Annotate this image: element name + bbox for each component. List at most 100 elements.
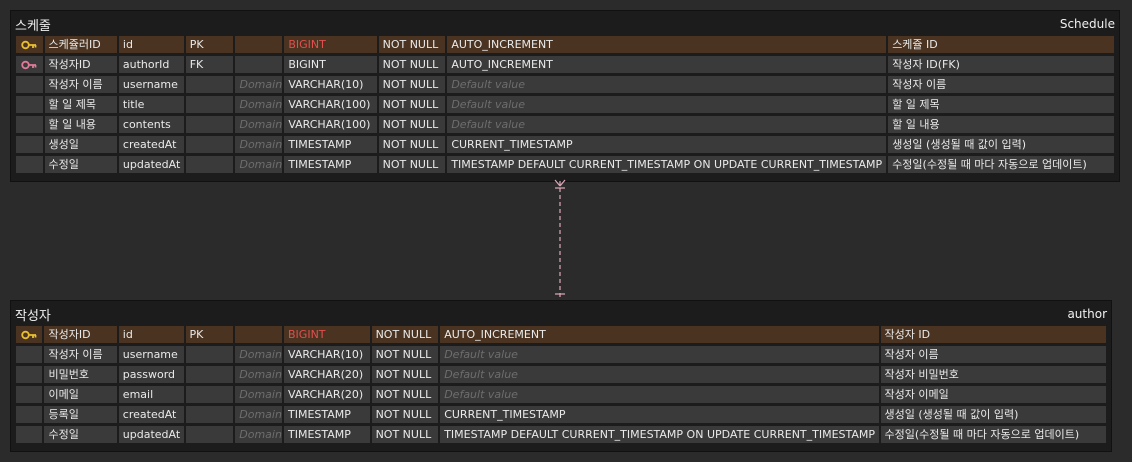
schedule-nullable-cell[interactable]: NOT NULL bbox=[377, 55, 447, 74]
schedule-comment-cell[interactable]: 작성자 ID(FK) bbox=[887, 55, 1115, 74]
schedule-nullable-cell[interactable]: NOT NULL bbox=[377, 155, 447, 174]
schedule-domain-cell[interactable]: Domain bbox=[234, 95, 284, 114]
author-nullable-cell[interactable]: NOT NULL bbox=[370, 385, 440, 404]
author-logical-cell[interactable]: 등록일 bbox=[43, 405, 118, 424]
author-domain-cell[interactable]: Domain bbox=[234, 425, 284, 444]
schedule-keytype-cell[interactable] bbox=[184, 135, 235, 154]
schedule-logical-cell[interactable]: 생성일 bbox=[43, 135, 118, 154]
schedule-physical-cell[interactable]: title bbox=[117, 95, 185, 114]
schedule-type-cell[interactable]: VARCHAR(100) bbox=[283, 115, 378, 134]
schedule-default-cell[interactable]: Default value bbox=[446, 75, 888, 94]
schedule-comment-cell[interactable]: 스케쥴 ID bbox=[887, 35, 1115, 54]
author-logical-cell[interactable]: 작성자 이름 bbox=[43, 345, 118, 364]
schedule-entity-header[interactable]: 스케줄 Schedule bbox=[11, 11, 1119, 35]
schedule-nullable-cell[interactable]: NOT NULL bbox=[377, 75, 447, 94]
schedule-default-cell[interactable]: AUTO_INCREMENT bbox=[446, 35, 888, 54]
schedule-physical-cell[interactable]: authorId bbox=[117, 55, 185, 74]
schedule-domain-cell[interactable] bbox=[234, 55, 284, 74]
schedule-logical-cell[interactable]: 작성자ID bbox=[43, 55, 118, 74]
author-keytype-cell[interactable] bbox=[184, 425, 235, 444]
schedule-domain-cell[interactable] bbox=[234, 35, 284, 54]
author-domain-cell[interactable]: Domain bbox=[234, 345, 284, 364]
schedule-comment-cell[interactable]: 수정일(수정될 때 마다 자동으로 업데이트) bbox=[887, 155, 1115, 174]
author-entity-header[interactable]: 작성자 author bbox=[11, 301, 1111, 325]
schedule-comment-cell[interactable]: 생성일 (생성될 때 값이 입력) bbox=[887, 135, 1115, 154]
schedule-physical-cell[interactable]: id bbox=[117, 35, 185, 54]
author-logical-cell[interactable]: 수정일 bbox=[43, 425, 118, 444]
schedule-default-cell[interactable]: AUTO_INCREMENT bbox=[446, 55, 888, 74]
author-default-cell[interactable]: Default value bbox=[439, 385, 880, 404]
schedule-domain-cell[interactable]: Domain bbox=[234, 115, 284, 134]
author-type-cell[interactable]: TIMESTAMP bbox=[283, 425, 371, 444]
schedule-default-cell[interactable]: TIMESTAMP DEFAULT CURRENT_TIMESTAMP ON U… bbox=[446, 155, 888, 174]
schedule-domain-cell[interactable]: Domain bbox=[234, 155, 284, 174]
schedule-nullable-cell[interactable]: NOT NULL bbox=[377, 135, 447, 154]
author-domain-cell[interactable]: Domain bbox=[234, 405, 284, 424]
schedule-keytype-cell[interactable] bbox=[184, 115, 235, 134]
author-comment-cell[interactable]: 작성자 비밀번호 bbox=[879, 365, 1108, 384]
author-nullable-cell[interactable]: NOT NULL bbox=[370, 405, 440, 424]
schedule-nullable-cell[interactable]: NOT NULL bbox=[377, 115, 447, 134]
author-domain-cell[interactable]: Domain bbox=[234, 365, 284, 384]
author-default-cell[interactable]: Default value bbox=[439, 345, 880, 364]
schedule-logical-cell[interactable]: 작성자 이름 bbox=[43, 75, 118, 94]
author-type-cell[interactable]: VARCHAR(10) bbox=[283, 345, 371, 364]
author-default-cell[interactable]: TIMESTAMP DEFAULT CURRENT_TIMESTAMP ON U… bbox=[439, 425, 880, 444]
schedule-physical-cell[interactable]: contents bbox=[117, 115, 185, 134]
author-keytype-cell[interactable] bbox=[184, 345, 235, 364]
schedule-type-cell[interactable]: TIMESTAMP bbox=[283, 155, 378, 174]
schedule-keytype-cell[interactable]: PK bbox=[184, 35, 235, 54]
author-default-cell[interactable]: Default value bbox=[439, 365, 880, 384]
author-default-cell[interactable]: AUTO_INCREMENT bbox=[439, 325, 880, 344]
author-nullable-cell[interactable]: NOT NULL bbox=[370, 345, 440, 364]
schedule-logical-cell[interactable]: 할 일 제목 bbox=[43, 95, 118, 114]
schedule-default-cell[interactable]: Default value bbox=[446, 115, 888, 134]
author-comment-cell[interactable]: 수정일(수정될 때 마다 자동으로 업데이트) bbox=[879, 425, 1108, 444]
author-physical-cell[interactable]: id bbox=[117, 325, 185, 344]
schedule-type-cell[interactable]: BIGINT bbox=[283, 55, 378, 74]
schedule-nullable-cell[interactable]: NOT NULL bbox=[377, 95, 447, 114]
author-type-cell[interactable]: TIMESTAMP bbox=[283, 405, 371, 424]
author-comment-cell[interactable]: 작성자 ID bbox=[879, 325, 1108, 344]
schedule-type-cell[interactable]: BIGINT bbox=[283, 35, 378, 54]
schedule-logical-cell[interactable]: 스케쥴러ID bbox=[43, 35, 118, 54]
schedule-comment-cell[interactable]: 할 일 제목 bbox=[887, 95, 1115, 114]
author-keytype-cell[interactable] bbox=[184, 365, 235, 384]
schedule-keytype-cell[interactable] bbox=[184, 155, 235, 174]
author-nullable-cell[interactable]: NOT NULL bbox=[370, 425, 440, 444]
author-logical-cell[interactable]: 비밀번호 bbox=[43, 365, 118, 384]
author-comment-cell[interactable]: 작성자 이름 bbox=[879, 345, 1108, 364]
schedule-domain-cell[interactable]: Domain bbox=[234, 135, 284, 154]
author-nullable-cell[interactable]: NOT NULL bbox=[370, 365, 440, 384]
schedule-default-cell[interactable]: Default value bbox=[446, 95, 888, 114]
author-keytype-cell[interactable] bbox=[184, 405, 235, 424]
schedule-comment-cell[interactable]: 할 일 내용 bbox=[887, 115, 1115, 134]
schedule-logical-cell[interactable]: 할 일 내용 bbox=[43, 115, 118, 134]
schedule-nullable-cell[interactable]: NOT NULL bbox=[377, 35, 447, 54]
schedule-physical-cell[interactable]: username bbox=[117, 75, 185, 94]
author-physical-cell[interactable]: email bbox=[117, 385, 185, 404]
schedule-type-cell[interactable]: VARCHAR(100) bbox=[283, 95, 378, 114]
schedule-logical-cell[interactable]: 수정일 bbox=[43, 155, 118, 174]
schedule-physical-cell[interactable]: createdAt bbox=[117, 135, 185, 154]
author-logical-cell[interactable]: 작성자ID bbox=[43, 325, 118, 344]
schedule-keytype-cell[interactable]: FK bbox=[184, 55, 235, 74]
author-type-cell[interactable]: VARCHAR(20) bbox=[283, 385, 371, 404]
author-comment-cell[interactable]: 생성일 (생성될 때 값이 입력) bbox=[879, 405, 1108, 424]
schedule-type-cell[interactable]: TIMESTAMP bbox=[283, 135, 378, 154]
schedule-keytype-cell[interactable] bbox=[184, 75, 235, 94]
author-physical-cell[interactable]: password bbox=[117, 365, 185, 384]
